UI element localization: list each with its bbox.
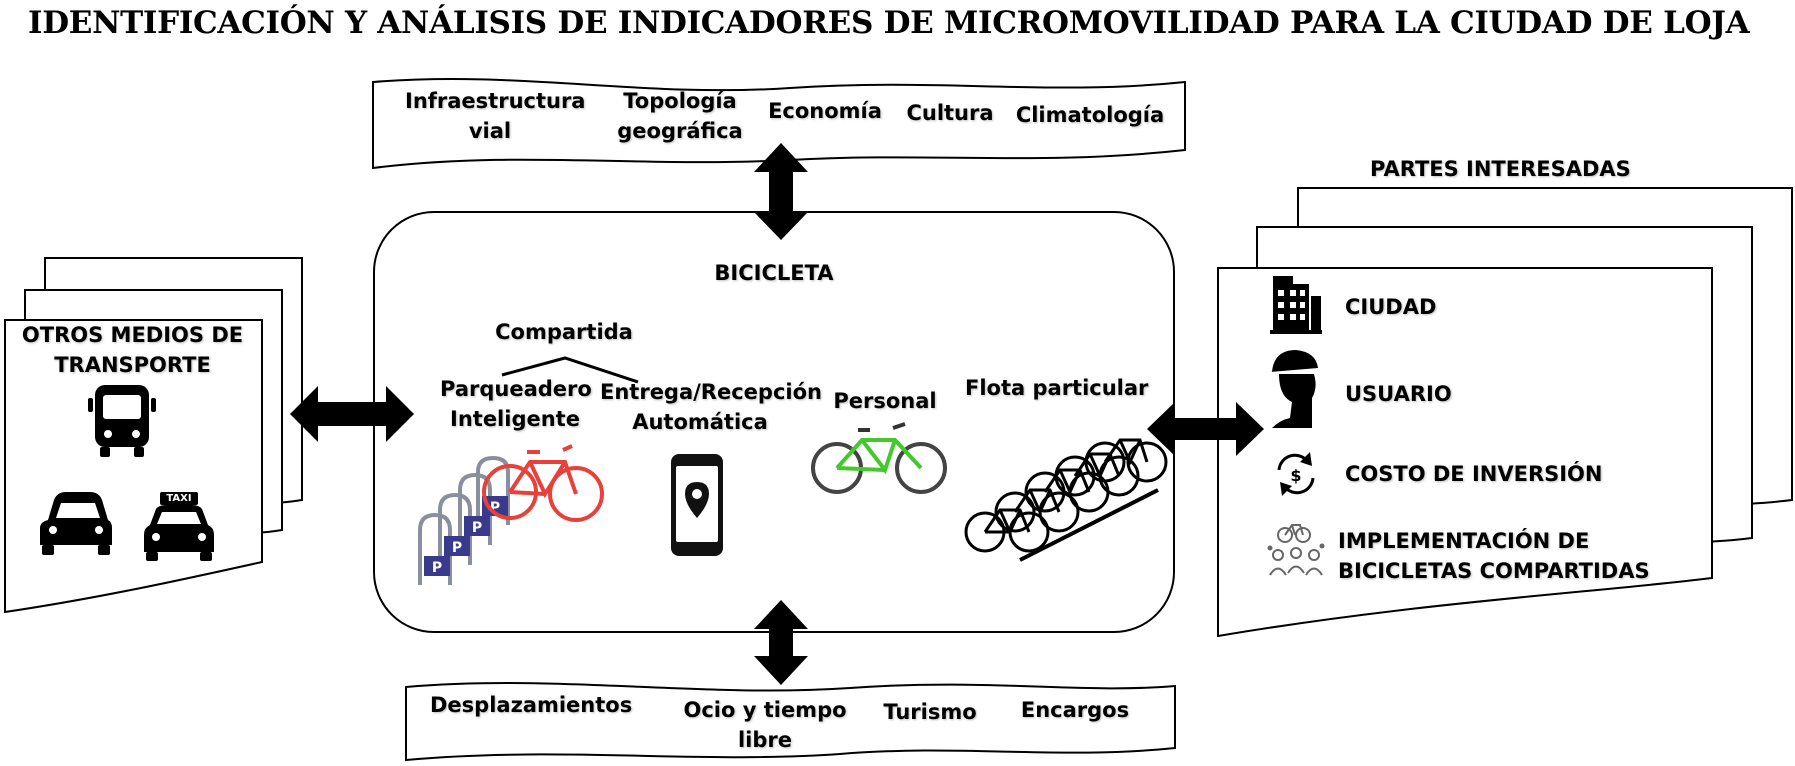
use-ocio-line1: Ocio y tiempo xyxy=(683,698,847,722)
implementacion-line2: BICICLETAS COMPARTIDAS xyxy=(1338,559,1650,583)
left-panel-title: OTROS MEDIOS DE TRANSPORTE xyxy=(20,320,245,380)
stakeholder-implementacion: IMPLEMENTACIÓN DE BICICLETAS COMPARTIDAS xyxy=(1338,526,1650,586)
stakeholder-costo: COSTO DE INVERSIÓN xyxy=(1345,462,1603,486)
arrow-right xyxy=(1147,402,1264,456)
svg-text:P: P xyxy=(452,540,462,556)
smart-parking-label: Parqueadero Inteligente xyxy=(440,374,592,434)
bicycle-title: BICICLETA xyxy=(714,261,834,285)
factor-climatologia: Climatología xyxy=(1015,103,1165,127)
top-factors-banner xyxy=(372,77,1186,170)
bus-icon xyxy=(88,385,156,457)
bike-fleet-icon xyxy=(964,438,1168,562)
svg-text:P: P xyxy=(490,500,500,516)
use-ocio: Ocio y tiempo libre xyxy=(680,695,850,755)
arrow-left xyxy=(290,386,414,442)
city-buildings-icon xyxy=(1270,276,1322,334)
factor-economia: Economía xyxy=(768,99,882,123)
auto-delivery-line2: Automática xyxy=(632,410,768,434)
smart-parking-line2: Inteligente xyxy=(450,407,580,431)
smart-parking-line1: Parqueadero xyxy=(440,377,592,401)
left-panel-title-line1: OTROS MEDIOS DE xyxy=(21,323,244,347)
arrow-bottom xyxy=(754,600,808,685)
factor-topologia-line1: Topología xyxy=(623,89,737,113)
right-stakeholders-panel xyxy=(1217,187,1793,638)
auto-delivery-line1: Entrega/Recepción xyxy=(600,380,822,404)
stakeholders-title: PARTES INTERESADAS xyxy=(1370,157,1631,181)
svg-text:$: $ xyxy=(1290,466,1301,485)
factor-topologia: Topología geográfica xyxy=(610,86,750,146)
car-icon xyxy=(40,492,112,555)
taxi-icon xyxy=(144,492,214,561)
left-panel-title-line2: TRANSPORTE xyxy=(54,353,211,377)
factor-infraestructura-line2: vial xyxy=(468,119,512,143)
taxi-sign-label: TAXI xyxy=(166,493,192,504)
bottom-uses-banner xyxy=(405,682,1176,762)
diagram-title: IDENTIFICACIÓN Y ANÁLISIS DE INDICADORES… xyxy=(28,5,1750,41)
shared-bike-community-icon xyxy=(1267,524,1325,576)
svg-text:P: P xyxy=(432,560,442,576)
green-bike-icon xyxy=(811,422,947,494)
auto-delivery-label: Entrega/Recepción Automática xyxy=(600,377,822,437)
stakeholder-usuario: USUARIO xyxy=(1345,382,1452,406)
stakeholder-ciudad: CIUDAD xyxy=(1345,295,1437,319)
factor-cultura: Cultura xyxy=(906,101,994,125)
cyclist-user-icon xyxy=(1270,350,1318,428)
red-bike-icon xyxy=(482,444,604,522)
arrow-top xyxy=(754,143,808,240)
shared-label: Compartida xyxy=(495,320,633,344)
private-fleet-label: Flota particular xyxy=(965,376,1149,400)
use-desplazamientos: Desplazamientos xyxy=(430,693,633,717)
investment-cost-icon: $ xyxy=(1277,452,1315,496)
use-ocio-line2: libre xyxy=(737,728,793,752)
factor-infraestructura: Infraestructura vial xyxy=(405,86,586,146)
implementacion-line1: IMPLEMENTACIÓN DE xyxy=(1338,529,1590,553)
use-encargos: Encargos xyxy=(1020,698,1130,722)
parking-signs: P P P P xyxy=(424,496,508,576)
factor-infraestructura-line1: Infraestructura xyxy=(405,89,586,113)
personal-label: Personal xyxy=(833,389,937,413)
svg-text:P: P xyxy=(472,520,482,536)
shared-branch-lines xyxy=(501,356,639,384)
factor-topologia-line2: geográfica xyxy=(617,119,743,143)
use-turismo: Turismo xyxy=(883,700,977,724)
phone-locator-icon xyxy=(671,454,723,556)
